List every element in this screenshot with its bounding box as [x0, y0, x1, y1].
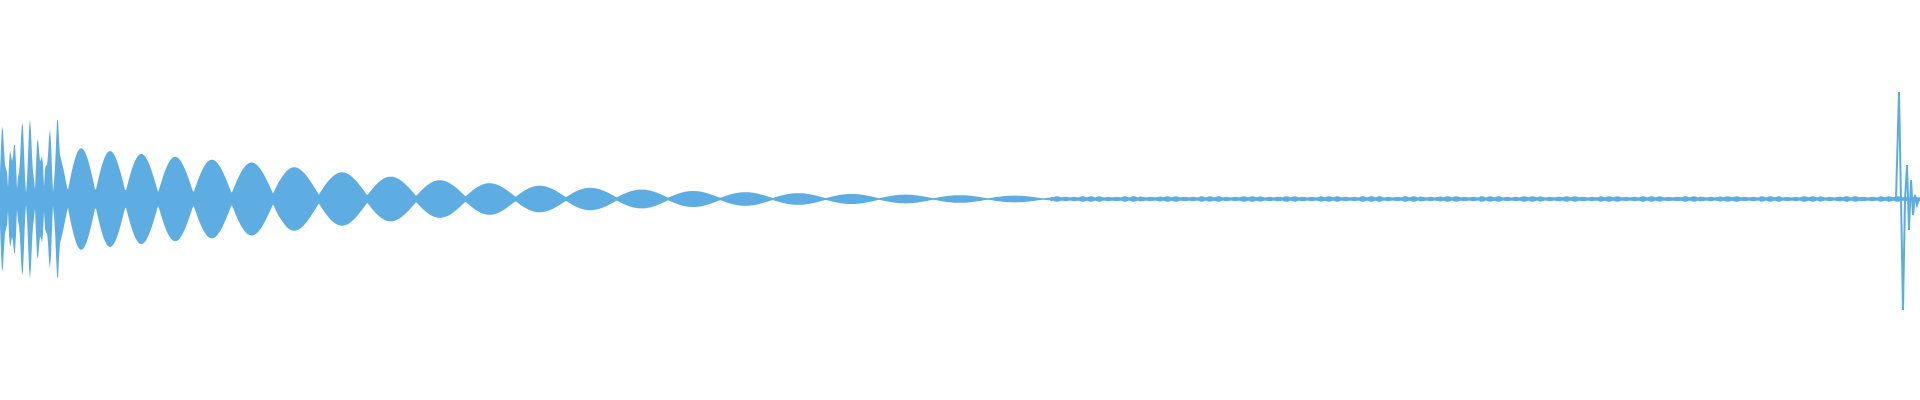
waveform-end-transient: [1895, 91, 1920, 311]
